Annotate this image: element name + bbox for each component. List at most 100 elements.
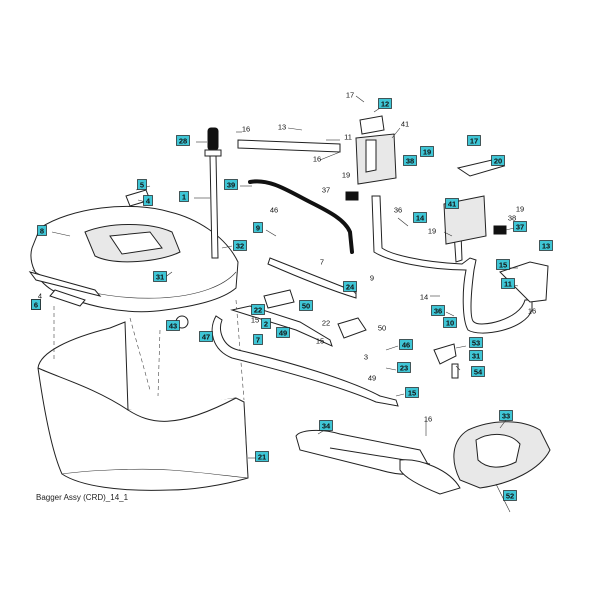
callout-21: 21 xyxy=(255,451,269,462)
callout-box xyxy=(343,281,357,292)
callout-50: 50 xyxy=(378,324,386,333)
callout-label: 38 xyxy=(406,157,414,166)
callout-19: 19 xyxy=(428,227,436,236)
callout-label: 11 xyxy=(344,133,352,142)
callout-box xyxy=(413,212,427,223)
callout-box xyxy=(233,240,247,251)
bag-frame-rail-left xyxy=(28,271,102,307)
callout-47: 47 xyxy=(199,331,213,342)
callout-box xyxy=(399,339,413,350)
callout-label: 47 xyxy=(202,333,210,342)
callout-16: 16 xyxy=(242,125,250,134)
callout-box xyxy=(253,334,263,345)
callout-label: 19 xyxy=(428,227,436,236)
callout-label: 36 xyxy=(394,206,402,215)
callout-36: 36 xyxy=(394,206,402,215)
callout-label: 9 xyxy=(256,224,260,233)
callout-layer: 2816131117124116193819172037391546469323… xyxy=(31,91,553,501)
callout-box xyxy=(443,317,457,328)
callout-box xyxy=(143,195,153,206)
callout-box xyxy=(199,331,213,342)
bagger-lower-frame xyxy=(211,257,399,407)
callout-label: 28 xyxy=(179,137,187,146)
hardware-pieces xyxy=(125,189,459,379)
callout-37: 37 xyxy=(322,186,330,195)
callout-label: 13 xyxy=(278,123,286,132)
callout-box xyxy=(499,410,513,421)
callout-41: 41 xyxy=(401,120,409,129)
chute-adapter-part xyxy=(295,421,551,513)
callout-31: 31 xyxy=(469,350,483,361)
callout-box xyxy=(405,387,419,398)
callout-box xyxy=(251,304,265,315)
callout-4: 4 xyxy=(38,292,42,301)
callout-box xyxy=(503,490,517,501)
callout-12: 12 xyxy=(378,98,392,109)
callout-label: 4 xyxy=(38,292,42,301)
callout-box xyxy=(496,259,510,270)
callout-label: 49 xyxy=(368,374,376,383)
diagram-caption: Bagger Assy (CRD)_14_1 xyxy=(36,493,129,502)
callout-32: 32 xyxy=(233,240,247,251)
callout-label: 15 xyxy=(499,261,507,270)
callout-1: 1 xyxy=(179,191,189,202)
callout-box xyxy=(224,179,238,190)
callout-label: 16 xyxy=(528,307,536,316)
callout-label: 17 xyxy=(346,91,354,100)
callout-box xyxy=(166,320,180,331)
callout-54: 54 xyxy=(471,366,485,377)
callout-3: 3 xyxy=(364,353,368,362)
callout-15: 15 xyxy=(316,337,324,346)
callout-label: 36 xyxy=(434,307,442,316)
callout-label: 38 xyxy=(508,214,516,223)
discharge-rod-part xyxy=(248,179,354,254)
callout-label: 50 xyxy=(302,302,310,311)
callout-16: 16 xyxy=(424,415,432,424)
callout-33: 33 xyxy=(499,410,513,421)
callout-box xyxy=(253,222,263,233)
callout-label: 11 xyxy=(504,280,512,289)
callout-53: 53 xyxy=(469,337,483,348)
callout-box xyxy=(513,221,527,232)
callout-label: 17 xyxy=(470,137,478,146)
bagger-handle-part xyxy=(204,127,222,259)
callout-label: 12 xyxy=(381,100,389,109)
callout-label: 6 xyxy=(34,301,38,310)
callout-9: 9 xyxy=(370,274,374,283)
callout-19: 19 xyxy=(516,205,524,214)
callout-46: 46 xyxy=(270,206,278,215)
callout-label: 14 xyxy=(420,293,428,302)
callout-box xyxy=(255,451,269,462)
callout-11: 11 xyxy=(501,278,515,289)
mounting-bracket-upper xyxy=(237,115,397,185)
callout-label: 41 xyxy=(448,200,456,209)
callout-box xyxy=(261,318,271,329)
callout-50: 50 xyxy=(299,300,313,311)
callout-label: 34 xyxy=(322,422,331,431)
callout-label: 54 xyxy=(474,368,483,377)
callout-label: 16 xyxy=(242,125,250,134)
callout-label: 21 xyxy=(258,453,266,462)
callout-box xyxy=(179,191,189,202)
callout-23: 23 xyxy=(397,362,411,373)
callout-label: 22 xyxy=(322,319,330,328)
callout-15: 15 xyxy=(405,387,419,398)
callout-49: 49 xyxy=(368,374,376,383)
callout-9: 9 xyxy=(253,222,263,233)
callout-17: 17 xyxy=(346,91,354,100)
callout-label: 46 xyxy=(270,206,278,215)
callout-label: 7 xyxy=(320,258,324,267)
callout-43: 43 xyxy=(166,320,180,331)
callout-label: 50 xyxy=(378,324,386,333)
callout-label: 10 xyxy=(446,319,454,328)
callout-label: 16 xyxy=(424,415,432,424)
callout-37: 37 xyxy=(513,221,527,232)
callout-2: 2 xyxy=(261,318,271,329)
callout-46: 46 xyxy=(399,339,413,350)
callout-box xyxy=(471,366,485,377)
callout-31: 31 xyxy=(153,271,167,282)
callout-label: 43 xyxy=(169,322,177,331)
callout-label: 33 xyxy=(502,412,510,421)
callout-box xyxy=(378,98,392,109)
callout-label: 37 xyxy=(516,223,524,232)
